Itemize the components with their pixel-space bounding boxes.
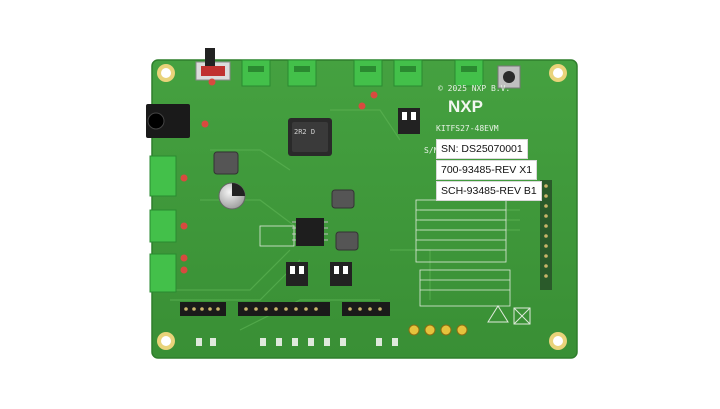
top-terminal-blocks xyxy=(241,59,484,87)
mounting-holes xyxy=(157,64,567,350)
test-points xyxy=(408,324,468,336)
main-ic xyxy=(292,218,328,246)
silkscreen-tables xyxy=(259,199,511,307)
serial-number-label: SN: DS25070001 xyxy=(436,139,528,159)
sn-prefix-text: S/N xyxy=(424,146,439,155)
compliance-marks xyxy=(487,305,531,325)
power-inductor xyxy=(288,118,332,156)
part-number-label-1: 700-93485-REV X1 xyxy=(436,160,538,180)
electrolytic-capacitor xyxy=(218,182,246,210)
left-terminal-blocks xyxy=(149,155,177,293)
nxp-logo: NXP xyxy=(448,97,483,116)
slide-switch xyxy=(195,48,231,81)
push-button xyxy=(497,65,521,89)
dc-power-jack xyxy=(146,104,190,138)
right-pin-header xyxy=(540,180,552,290)
dip-switches xyxy=(286,108,420,286)
copyright-text: © 2025 NXP B.V. xyxy=(438,84,511,93)
product-code-text: KITFS27-48EVM xyxy=(436,124,499,133)
inductor-marking: 2R2 D xyxy=(294,128,316,136)
part-number-label-2: SCH-93485-REV B1 xyxy=(436,181,542,201)
